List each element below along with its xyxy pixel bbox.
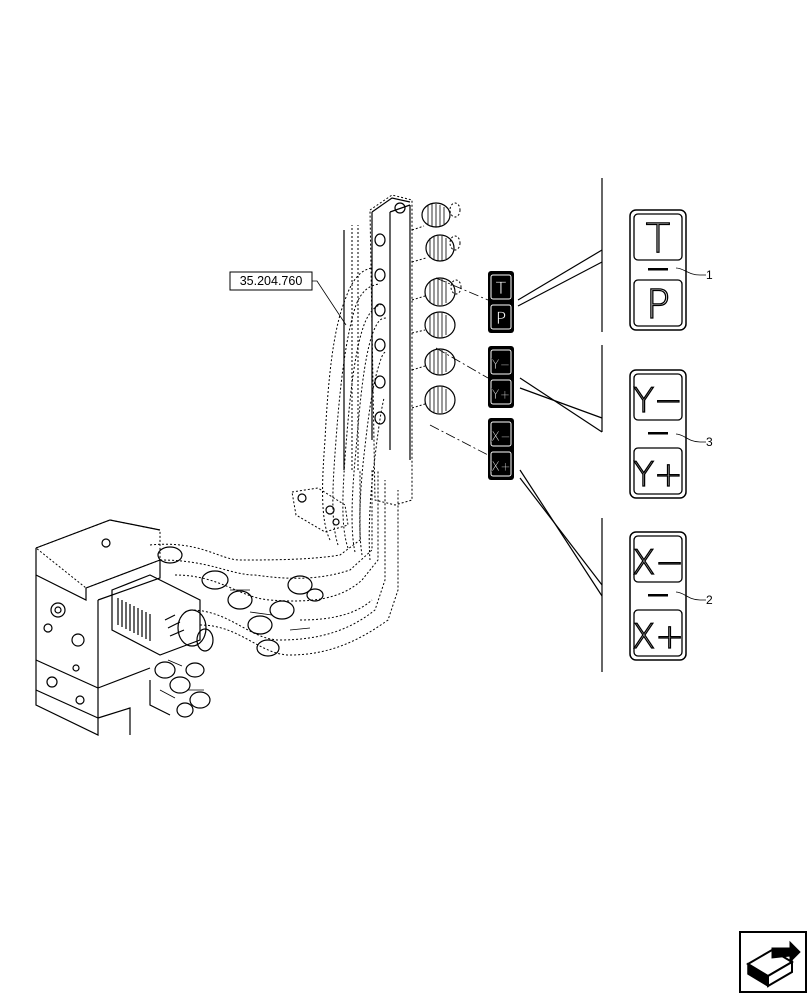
small-decal-tp-bottom: P	[496, 309, 506, 329]
callouts: 1 3 2	[675, 267, 713, 607]
decal-y: Y− Y+	[629, 369, 687, 499]
alignment-lines	[429, 277, 489, 456]
small-decal-y: Y− Y+	[488, 346, 514, 408]
return-arrow-icon[interactable]	[739, 931, 807, 993]
small-decal-tp-top: T	[495, 279, 507, 299]
valve-block-assembly	[35, 519, 324, 736]
decal-tp: T P	[629, 209, 687, 331]
decal-x-bottom-symbol: X+	[632, 617, 684, 657]
decal-y-bottom-symbol: Y+	[633, 455, 682, 495]
reference-label[interactable]: 35.204.760	[229, 271, 347, 326]
small-decal-x-top: X−	[491, 430, 511, 445]
decal-tp-top-symbol: T	[646, 216, 670, 262]
callout-3: 3	[706, 435, 713, 449]
coupler-manifold	[369, 194, 462, 506]
decal-x-top-symbol: X−	[632, 543, 684, 583]
small-decal-y-bottom: Y+	[491, 388, 511, 403]
decal-tp-bottom-symbol: P	[646, 282, 670, 328]
decal-y-top-symbol: Y−	[633, 381, 682, 421]
leader-lines	[517, 178, 603, 672]
callout-1: 1	[706, 268, 713, 282]
small-decal-x-bottom: X+	[491, 460, 511, 475]
callout-2: 2	[706, 593, 713, 607]
reference-label-text: 35.204.760	[240, 274, 303, 288]
small-decal-x: X− X+	[488, 418, 514, 480]
decal-x: X− X+	[629, 531, 687, 661]
small-decal-tp: T P	[488, 271, 514, 333]
small-decal-y-top: Y−	[491, 358, 511, 373]
